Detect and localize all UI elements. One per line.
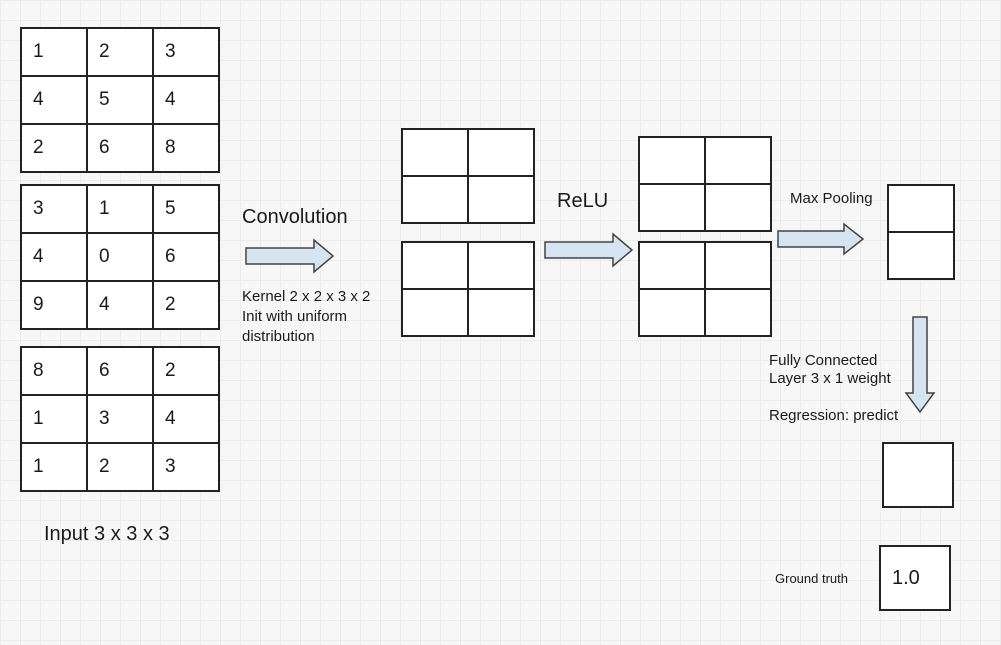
empty-cell <box>402 129 468 176</box>
empty-cell <box>402 176 468 223</box>
convolution-title: Convolution <box>242 206 348 228</box>
input-cell: 6 <box>153 233 219 281</box>
input-cell: 1 <box>87 185 153 233</box>
empty-cell <box>888 232 954 279</box>
input-cell: 8 <box>153 124 219 172</box>
empty-cell <box>468 129 534 176</box>
prediction-output <box>882 442 954 508</box>
empty-cell <box>705 137 771 184</box>
input-cell: 2 <box>87 28 153 76</box>
empty-cell <box>639 242 705 289</box>
empty-cell <box>705 289 771 336</box>
input-channel-2: 3 1 5 4 0 6 9 4 2 <box>20 184 220 330</box>
input-cell: 8 <box>21 347 87 395</box>
input-cell: 4 <box>87 281 153 329</box>
input-cell: 1 <box>21 28 87 76</box>
relu-title: ReLU <box>557 190 609 212</box>
empty-cell <box>888 185 954 232</box>
ground-truth-value: 1.0 <box>880 546 950 610</box>
input-cell: 6 <box>87 124 153 172</box>
empty-cell <box>705 242 771 289</box>
empty-cell <box>402 242 468 289</box>
empty-cell <box>639 137 705 184</box>
empty-cell <box>639 184 705 231</box>
input-channel-1: 1 2 3 4 5 4 2 6 8 <box>20 27 220 173</box>
convolution-arrow-icon <box>245 238 335 274</box>
maxpool-title: Max Pooling <box>790 190 873 207</box>
maxpool-output <box>887 184 955 280</box>
input-cell: 4 <box>21 233 87 281</box>
relu-output-map-1 <box>638 136 772 232</box>
convolution-desc-line-2: Init with uniform <box>242 308 348 325</box>
input-cell: 1 <box>21 443 87 491</box>
input-cell: 2 <box>153 281 219 329</box>
conv-output-map-2 <box>401 241 535 337</box>
input-cell: 5 <box>153 185 219 233</box>
input-cell: 9 <box>21 281 87 329</box>
input-cell: 4 <box>153 76 219 124</box>
empty-cell <box>639 289 705 336</box>
relu-output-map-2 <box>638 241 772 337</box>
convolution-desc-line-3: distribution <box>242 328 315 345</box>
input-cell: 3 <box>21 185 87 233</box>
input-cell: 3 <box>153 443 219 491</box>
empty-cell <box>402 289 468 336</box>
input-cell: 5 <box>87 76 153 124</box>
relu-arrow-icon <box>544 232 634 268</box>
empty-cell <box>468 289 534 336</box>
input-cell: 2 <box>87 443 153 491</box>
fc-down-arrow-icon <box>904 316 936 414</box>
input-cell: 6 <box>87 347 153 395</box>
conv-output-map-1 <box>401 128 535 224</box>
input-channel-3: 8 6 2 1 3 4 1 2 3 <box>20 346 220 492</box>
fc-line-2: Layer 3 x 1 weight <box>769 370 891 387</box>
input-cell: 1 <box>21 395 87 443</box>
fc-line-1: Fully Connected <box>769 352 878 369</box>
input-cell: 3 <box>87 395 153 443</box>
input-cell: 2 <box>153 347 219 395</box>
empty-cell <box>705 184 771 231</box>
input-cell: 3 <box>153 28 219 76</box>
input-cell: 2 <box>21 124 87 172</box>
input-cell: 0 <box>87 233 153 281</box>
empty-cell <box>468 242 534 289</box>
input-label: Input 3 x 3 x 3 <box>44 523 170 545</box>
empty-cell <box>883 443 953 507</box>
convolution-desc-line-1: Kernel 2 x 2 x 3 x 2 <box>242 288 371 305</box>
input-cell: 4 <box>21 76 87 124</box>
maxpool-arrow-icon <box>777 222 865 256</box>
ground-truth-box: 1.0 <box>879 545 951 611</box>
input-cell: 4 <box>153 395 219 443</box>
ground-truth-label: Ground truth <box>775 571 848 586</box>
fc-line-3: Regression: predict <box>769 407 899 424</box>
empty-cell <box>468 176 534 223</box>
